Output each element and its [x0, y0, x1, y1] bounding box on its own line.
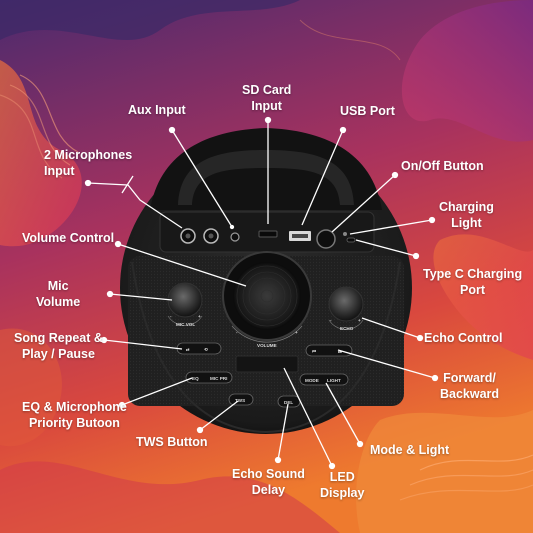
echo-knob: [328, 286, 364, 322]
panel-label-del: DEL: [284, 400, 293, 405]
panel-plus-echo: +: [358, 318, 361, 323]
panel-minus-vol: -: [236, 330, 238, 335]
label-on-off-button: On/Off Button: [401, 159, 484, 173]
forward-backward-button: [305, 344, 353, 357]
label-aux-input: Aux Input: [128, 103, 186, 117]
panel-label-volume: VOLUME: [257, 343, 277, 348]
sd-slot-icon: [258, 230, 278, 238]
panel-label-light: LIGHT: [327, 378, 341, 383]
label-echo-control: Echo Control: [424, 331, 503, 345]
panel-label-mic-vol: MIC VOL: [176, 322, 195, 327]
label-tws-button: TWS Button: [136, 435, 208, 449]
led-display: [235, 355, 299, 373]
mode-light-button: [299, 373, 349, 386]
label-volume-control: Volume Control: [22, 231, 115, 245]
eq-micpri-button: [185, 371, 233, 384]
panel-minus-echo: -: [330, 318, 332, 323]
panel-label-tws: TWS: [235, 398, 245, 403]
mic-volume-knob: [167, 282, 203, 318]
aux-jack-icon: [230, 232, 240, 242]
charging-light-icon: [343, 232, 347, 236]
svg-text:⏭: ⏭: [338, 349, 343, 354]
label-usb-port: USB Port: [340, 104, 395, 118]
svg-text:⟲: ⟲: [204, 347, 209, 352]
panel-plus-mic: +: [198, 314, 201, 319]
panel-label-echo: ECHO: [340, 326, 354, 331]
label-forward-backward: Forward/Backward: [440, 371, 500, 401]
panel-plus-vol: +: [295, 330, 298, 335]
handle: [178, 150, 354, 205]
svg-text:⏮: ⏮: [312, 349, 317, 354]
play-repeat-button: [176, 342, 222, 355]
panel-label-mic-pri: MIC PRI: [210, 376, 227, 381]
panel-label-mode: MODE: [305, 378, 319, 383]
tws-button: [228, 393, 254, 406]
power-button-icon: [316, 229, 336, 249]
label-mode-light: Mode & Light: [370, 443, 450, 457]
panel-label-eq: EQ: [192, 376, 199, 381]
callout-lines: [84, 116, 439, 470]
type-c-port-icon: [346, 237, 356, 243]
svg-text:⏯: ⏯: [186, 347, 190, 352]
panel-minus-mic: -: [170, 314, 172, 319]
label-song-repeat-play-pause: Song Repeat &Play / Pause: [14, 331, 103, 361]
